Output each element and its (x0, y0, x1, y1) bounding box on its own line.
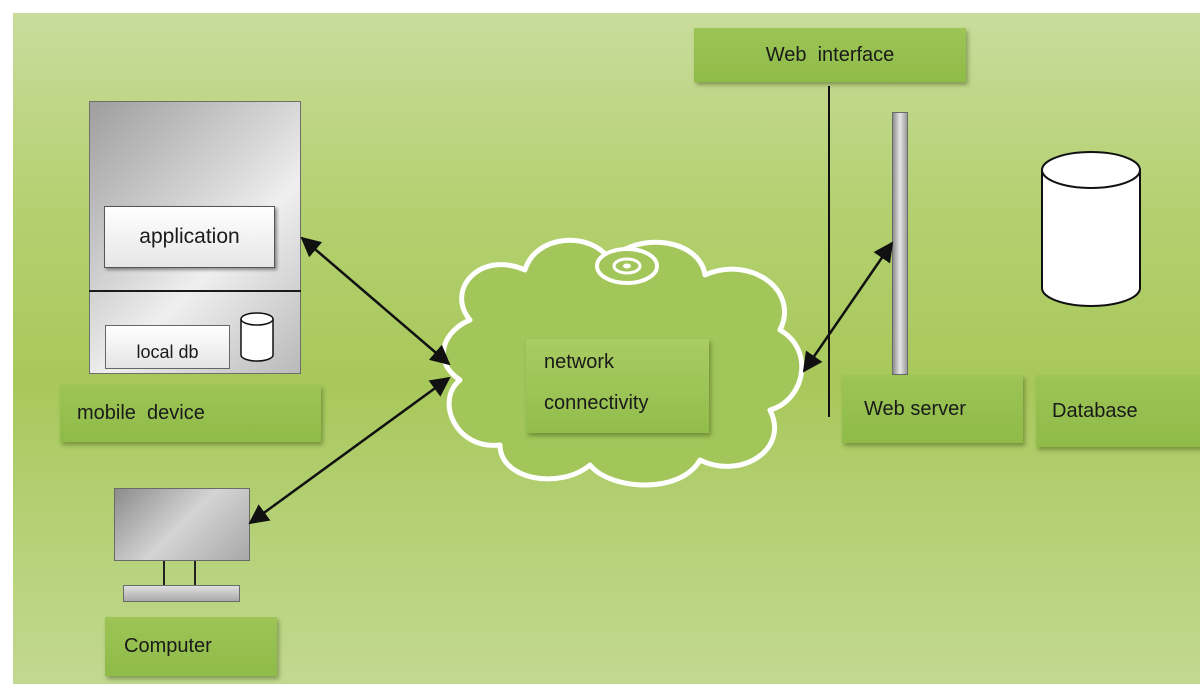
local-db-box: local db (105, 325, 230, 369)
monitor-stand-right (194, 561, 196, 585)
web-interface-label: Web interface (694, 28, 966, 82)
application-box: application (104, 206, 275, 268)
web-server-label: Web server (864, 397, 966, 420)
local-db-label: local db (136, 342, 199, 362)
mobile-device-divider (89, 290, 301, 292)
computer-keyboard-icon (123, 585, 240, 602)
database-label: Database (1052, 399, 1138, 422)
arrow-mobile-network (300, 236, 451, 366)
application-label: application (139, 225, 240, 248)
network-label-line1: network (544, 351, 615, 373)
monitor-stand-left (163, 561, 165, 585)
database-label-box: Database (1036, 375, 1200, 447)
database-icon (1041, 151, 1141, 307)
arrow-network-server (802, 241, 894, 373)
arrow-computer-network (248, 376, 451, 525)
web-interface-text: Web interface (765, 43, 895, 66)
computer-label-box: Computer (105, 617, 277, 676)
computer-monitor-icon (114, 488, 250, 561)
computer-label: Computer (124, 635, 212, 657)
network-label-line2: connectivity (544, 392, 649, 414)
web-server-label-box: Web server (842, 375, 1023, 443)
network-connectivity-box: network connectivity (526, 339, 709, 433)
mobile-device-label: mobile device (77, 402, 205, 424)
local-db-cylinder-icon (240, 312, 274, 362)
